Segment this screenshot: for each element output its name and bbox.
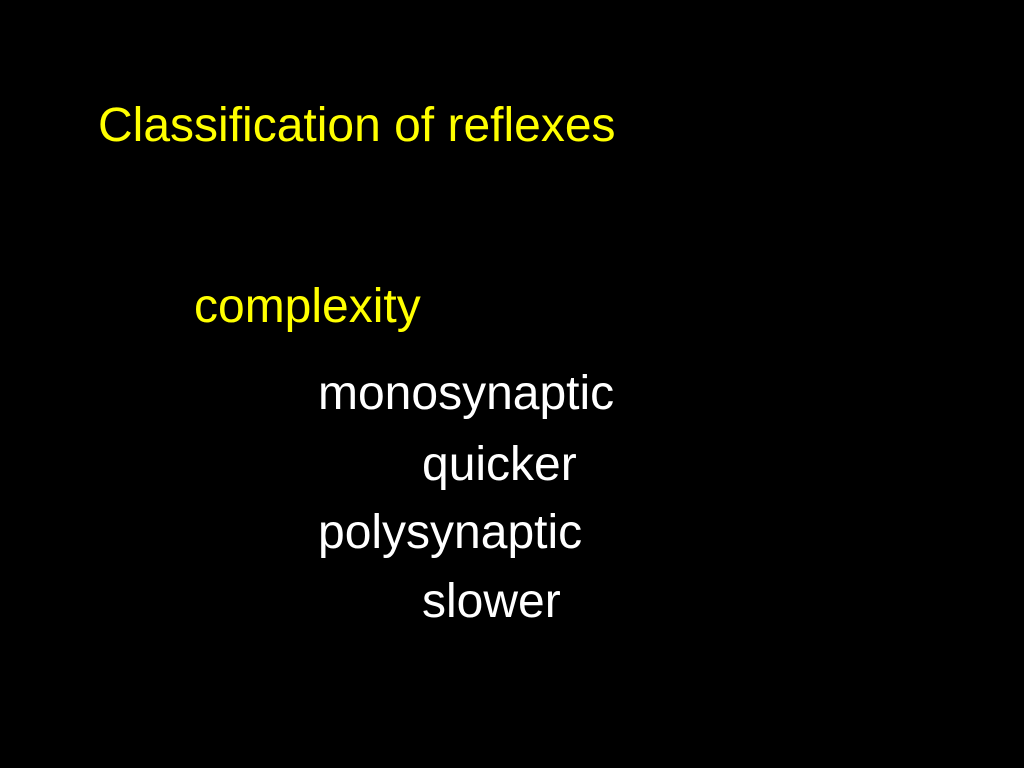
list-item-monosynaptic: monosynaptic (318, 367, 615, 420)
category-heading: complexity (194, 280, 421, 333)
list-item-quicker: quicker (422, 438, 577, 491)
slide-title: Classification of reflexes (98, 99, 616, 152)
list-item-slower: slower (422, 575, 561, 628)
list-item-polysynaptic: polysynaptic (318, 506, 583, 559)
